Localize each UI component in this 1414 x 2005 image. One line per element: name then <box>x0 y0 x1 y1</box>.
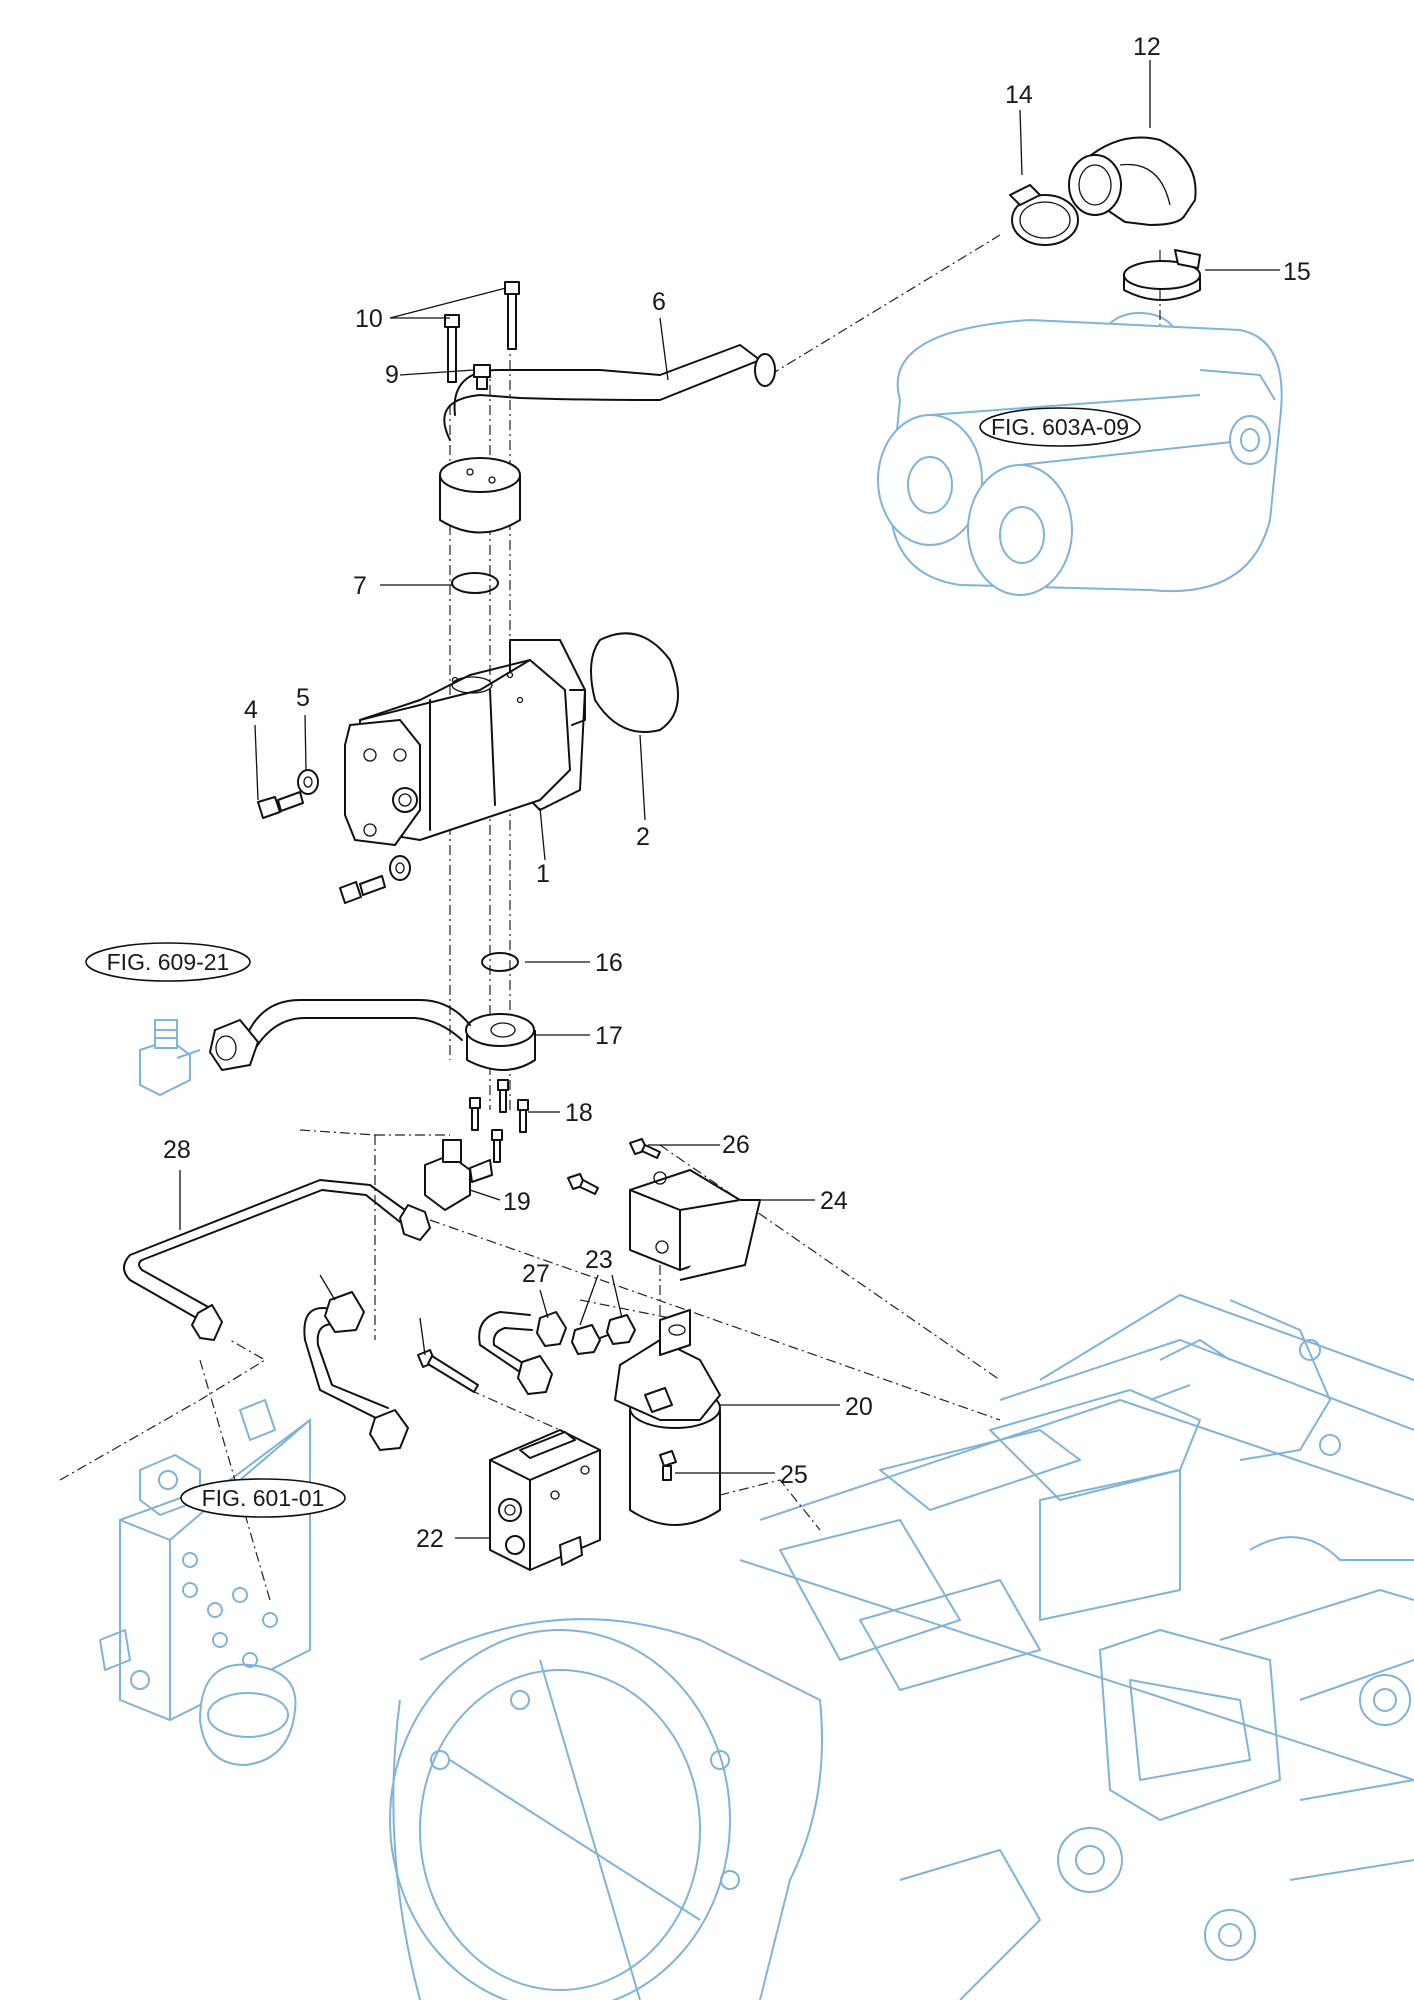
callout-23: 25 <box>780 1461 808 1489</box>
part-washer-5-upper <box>297 769 319 795</box>
callout-9: 9 <box>385 361 399 389</box>
part-flange-15 <box>465 1013 536 1071</box>
part-bolt-28 <box>417 1349 479 1393</box>
callout-22: 24 <box>820 1187 848 1215</box>
part-o-ring-14 <box>481 952 519 972</box>
fig-ref-609-21[interactable]: FIG. 609-21 <box>85 942 251 982</box>
part-gasket-2 <box>590 632 679 733</box>
part-pressure-pipe <box>209 999 471 1071</box>
callout-10: 10 <box>355 305 383 333</box>
fig-ref-609-21-label: FIG. 609-21 <box>107 949 230 975</box>
callout-17: 19 <box>503 1188 531 1216</box>
reference-valve-block <box>99 1399 311 1767</box>
part-hose-clamp-lower <box>1123 249 1201 301</box>
reference-air-cleaner <box>877 312 1283 596</box>
callout-1: 1 <box>536 860 550 888</box>
part-connectors-20 <box>571 1314 636 1355</box>
leader-lines <box>179 60 1280 1539</box>
part-washer-5-lower <box>389 855 411 881</box>
callout-12-upper: 14 <box>1005 81 1033 109</box>
part-bolts-16 <box>469 1079 529 1163</box>
part-pipe-26 <box>123 1179 431 1341</box>
part-suction-hose <box>443 344 776 441</box>
callout-19: 20 <box>845 1393 873 1421</box>
part-elbow-hose <box>1068 136 1197 226</box>
fig-ref-603a-09[interactable]: FIG. 603A-09 <box>979 407 1141 447</box>
part-bracket-22 <box>629 1169 761 1281</box>
fig-ref-601-01[interactable]: FIG. 601-01 <box>180 1478 346 1518</box>
fig-ref-601-01-label: FIG. 601-01 <box>202 1485 325 1511</box>
part-bolt-4-lower <box>339 875 386 904</box>
part-bolt-4-upper <box>257 791 304 819</box>
callout-26: 28 <box>163 1136 191 1164</box>
callout-4: 4 <box>244 696 258 724</box>
part-bolt-9 <box>473 364 491 390</box>
fig-ref-603a-09-label: FIG. 603A-09 <box>991 414 1129 440</box>
callout-5: 5 <box>296 684 310 712</box>
part-valve-block-18 <box>489 1429 601 1571</box>
part-bolts-10 <box>444 281 520 383</box>
callout-14: 16 <box>595 949 623 977</box>
callout-16: 18 <box>565 1099 593 1127</box>
part-suction-adapter <box>439 457 521 534</box>
callout-numbers: 12 14 15 6 10 9 7 4 5 2 1 16 17 18 19 26… <box>163 33 1311 1553</box>
callout-25: 27 <box>522 1260 550 1288</box>
reference-transmission-housing <box>389 1294 1414 2005</box>
callout-20: 23 <box>585 1246 613 1274</box>
part-hose-clamp-upper <box>1009 184 1079 246</box>
callout-7: 7 <box>353 572 367 600</box>
callout-11: 12 <box>1133 33 1161 61</box>
part-elbow-17 <box>424 1139 493 1211</box>
part-o-ring-7 <box>451 572 499 594</box>
callout-15: 17 <box>595 1022 623 1050</box>
part-pipe-27 <box>303 1291 409 1451</box>
part-hydraulic-pump <box>344 639 586 846</box>
part-filter-19 <box>614 1309 721 1526</box>
callout-24: 26 <box>722 1131 750 1159</box>
callout-18: 22 <box>416 1525 444 1553</box>
callout-2: 2 <box>636 823 650 851</box>
callout-12-lower: 15 <box>1283 258 1311 286</box>
reference-elbow-fitting <box>139 1019 201 1097</box>
part-pipe-25 <box>478 1311 567 1395</box>
callout-6: 6 <box>652 288 666 316</box>
part-screws-24 <box>567 1138 661 1195</box>
